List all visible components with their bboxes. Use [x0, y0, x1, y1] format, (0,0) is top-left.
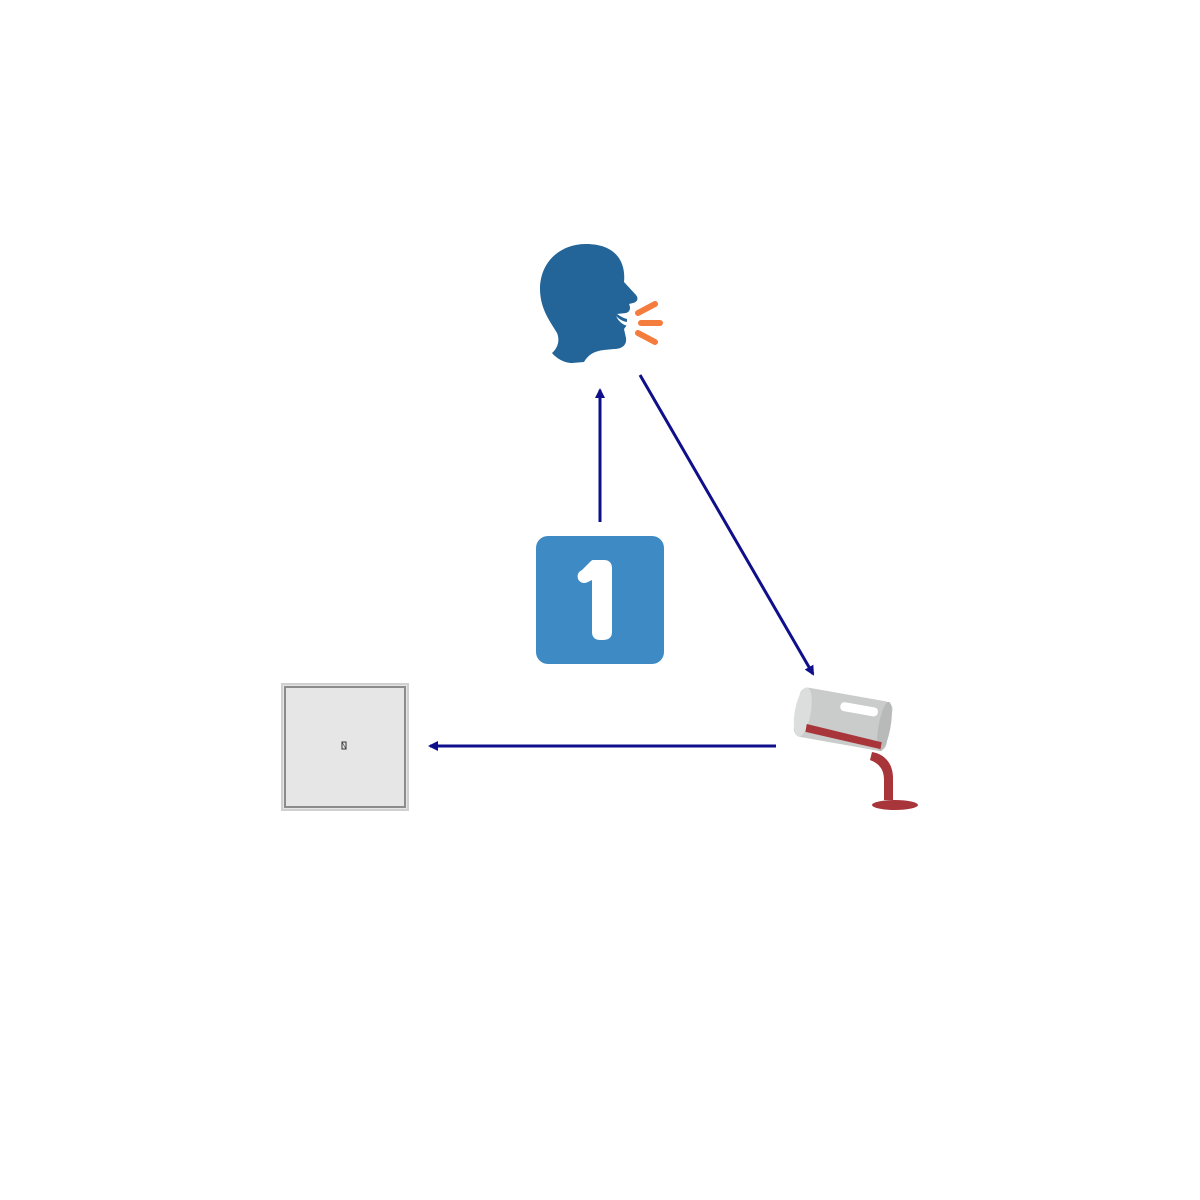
edges: [428, 374, 815, 751]
broken-image-icon: [281, 683, 409, 811]
pouring-glass-icon: [793, 687, 918, 810]
edge-head-to-glass: [638, 374, 815, 676]
speaking-head-icon: [540, 244, 663, 363]
keycap-digit-one-icon: [536, 536, 664, 664]
